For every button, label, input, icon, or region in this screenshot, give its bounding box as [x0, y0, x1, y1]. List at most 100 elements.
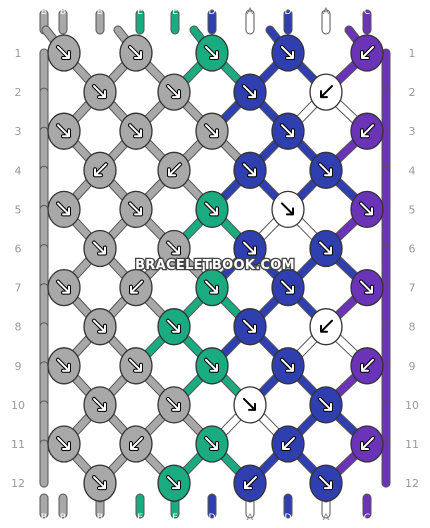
- knot[interactable]: [350, 190, 384, 229]
- knot[interactable]: [47, 347, 81, 385]
- arrow-down-right-icon: [93, 476, 106, 490]
- knot[interactable]: [119, 190, 153, 229]
- string-label-top: C: [364, 7, 370, 17]
- knot[interactable]: [195, 34, 229, 72]
- knot[interactable]: [47, 34, 81, 72]
- knot[interactable]: [119, 347, 153, 385]
- knot[interactable]: [350, 425, 384, 463]
- knot[interactable]: [271, 34, 305, 72]
- arrow-down-right-icon: [57, 202, 70, 216]
- knot[interactable]: [271, 268, 305, 307]
- knot[interactable]: [83, 386, 117, 424]
- knot[interactable]: [47, 268, 81, 307]
- string-label-bottom: C: [364, 513, 370, 523]
- string-label-bottom: E: [137, 513, 143, 523]
- knot[interactable]: [350, 347, 384, 385]
- arrow-down-right-icon: [129, 124, 142, 138]
- arrow-down-right-icon: [281, 202, 294, 216]
- arrow-down-right-icon: [360, 202, 373, 216]
- knot[interactable]: [233, 386, 267, 424]
- knot[interactable]: [119, 112, 153, 150]
- knot[interactable]: [195, 190, 229, 229]
- knot-layer: [47, 34, 384, 502]
- knot[interactable]: [195, 347, 229, 385]
- knot[interactable]: [157, 229, 191, 268]
- row-number-left: 7: [15, 282, 22, 295]
- knot[interactable]: [309, 229, 343, 268]
- watermark-text: BRACELETBOOK.COM: [135, 258, 295, 273]
- arrow-down-right-icon: [167, 397, 180, 411]
- string-label-bottom: A: [323, 513, 330, 523]
- row-number-right: 10: [405, 399, 419, 412]
- row-number-right: 5: [409, 203, 416, 216]
- knot[interactable]: [233, 464, 267, 502]
- arrow-down-left-icon: [361, 358, 374, 372]
- arrow-down-right-icon: [57, 124, 70, 138]
- knot[interactable]: [47, 112, 81, 150]
- arrow-down-right-icon: [93, 319, 106, 333]
- row-number-right: 2: [409, 86, 416, 99]
- knot[interactable]: [119, 268, 153, 307]
- knot[interactable]: [271, 112, 305, 150]
- arrow-down-right-icon: [319, 241, 332, 255]
- knot[interactable]: [83, 464, 117, 502]
- knot[interactable]: [157, 73, 191, 111]
- knot[interactable]: [83, 73, 117, 111]
- knot[interactable]: [309, 73, 343, 111]
- row-number-left: 3: [15, 125, 22, 138]
- row-number-right: 11: [405, 438, 419, 451]
- knot[interactable]: [157, 151, 191, 189]
- knot[interactable]: [195, 268, 229, 307]
- knot[interactable]: [233, 73, 267, 111]
- knot[interactable]: [83, 151, 117, 189]
- arrow-down-left-icon: [130, 280, 143, 294]
- string-label-bottom: D: [209, 513, 216, 523]
- knot[interactable]: [309, 386, 343, 424]
- string-label-bottom: B: [97, 513, 103, 523]
- row-number-left: 9: [15, 360, 22, 373]
- knot[interactable]: [83, 308, 117, 346]
- knot[interactable]: [350, 112, 384, 150]
- knot[interactable]: [271, 347, 305, 385]
- row-number-right: 1: [409, 47, 416, 60]
- arrow-down-right-icon: [167, 85, 180, 99]
- knot[interactable]: [157, 464, 191, 502]
- knot[interactable]: [350, 34, 384, 72]
- arrow-down-left-icon: [282, 437, 295, 450]
- arrow-down-right-icon: [205, 202, 218, 216]
- knot[interactable]: [195, 112, 229, 150]
- knot[interactable]: [233, 308, 267, 346]
- knot[interactable]: [47, 190, 81, 229]
- knot[interactable]: [83, 229, 117, 268]
- knot[interactable]: [119, 34, 153, 72]
- knot[interactable]: [47, 425, 81, 463]
- row-number-left: 11: [11, 438, 25, 451]
- row-number-right: 9: [409, 360, 416, 373]
- knot[interactable]: [119, 425, 153, 463]
- knot[interactable]: [157, 308, 191, 346]
- knot[interactable]: [195, 425, 229, 463]
- arrow-down-right-icon: [57, 437, 70, 450]
- knot[interactable]: [309, 151, 343, 189]
- arrow-down-left-icon: [94, 163, 107, 177]
- knot[interactable]: [233, 229, 267, 268]
- arrow-down-right-icon: [129, 46, 142, 59]
- knot[interactable]: [157, 386, 191, 424]
- arrow-down-left-icon: [361, 437, 374, 450]
- knot[interactable]: [271, 425, 305, 463]
- arrow-down-right-icon: [319, 476, 332, 490]
- string-label-top: D: [285, 7, 292, 17]
- knot[interactable]: [350, 268, 384, 307]
- knot[interactable]: [271, 190, 305, 229]
- arrow-down-right-icon: [243, 85, 256, 99]
- string-label-top: B: [41, 7, 47, 17]
- knot[interactable]: [309, 464, 343, 502]
- knot[interactable]: [233, 151, 267, 189]
- string-label-bottom: E: [172, 513, 178, 523]
- arrow-down-right-icon: [205, 280, 218, 294]
- row-number-left: 1: [15, 47, 22, 60]
- arrow-down-left-icon: [361, 124, 374, 138]
- knot[interactable]: [309, 308, 343, 346]
